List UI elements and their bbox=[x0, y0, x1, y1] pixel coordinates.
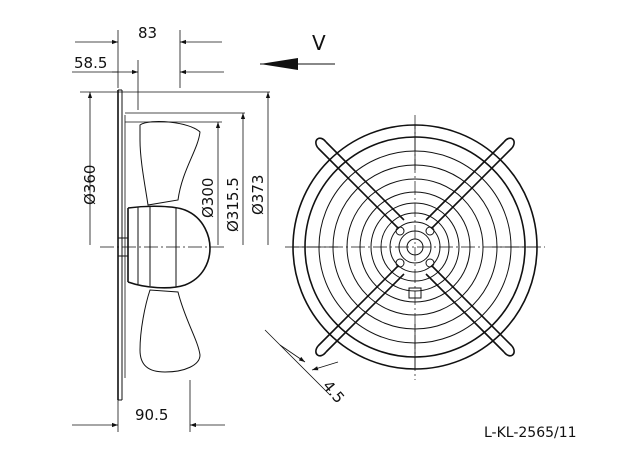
dim-360-label: Ø360 bbox=[81, 165, 99, 205]
dim-373-label: Ø373 bbox=[249, 175, 267, 215]
lower-blade bbox=[139, 289, 201, 373]
drawing-reference: L-KL-2565/11 bbox=[484, 425, 577, 441]
view-label: V bbox=[312, 31, 326, 55]
dim-315-label: Ø315.5 bbox=[224, 177, 242, 232]
upper-blade bbox=[139, 120, 201, 206]
front-view: 4.5 bbox=[264, 115, 545, 407]
dim-58-5-label: 58.5 bbox=[74, 54, 107, 72]
dim-90-5-label: 90.5 bbox=[135, 406, 168, 424]
dim-4-5-label: 4.5 bbox=[319, 377, 348, 407]
dim-300-label: Ø300 bbox=[199, 178, 217, 218]
dim-83-label: 83 bbox=[138, 24, 157, 42]
side-view: 83 58.5 Ø360 Ø300 Ø315.5 Ø373 90.5 bbox=[72, 24, 271, 432]
mounting-holes bbox=[395, 226, 435, 268]
support-bars bbox=[315, 137, 515, 357]
view-arrow: V bbox=[260, 31, 335, 70]
